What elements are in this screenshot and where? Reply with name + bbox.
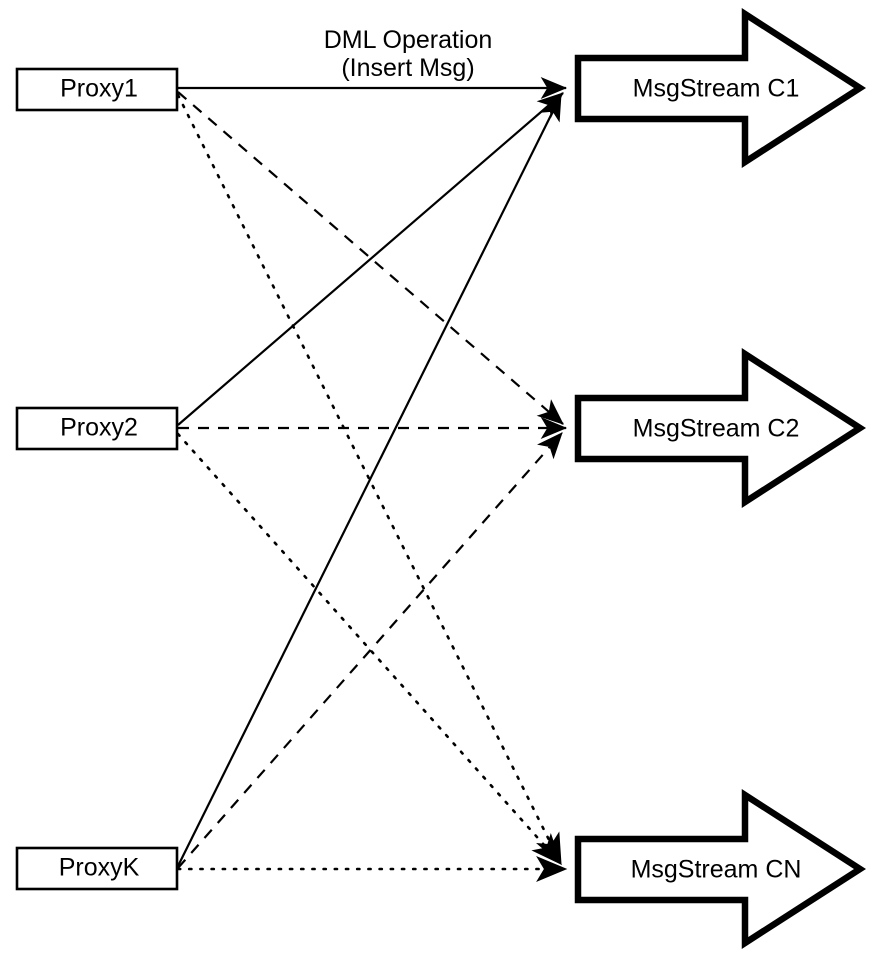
- edge-proxy1-to-stream-cn: [176, 93, 563, 866]
- stream-c2-arrow-shape[interactable]: [574, 348, 867, 508]
- edge-caption-dml-operation: DML Operation (Insert Msg): [324, 26, 493, 82]
- stream-node-cn[interactable]: MsgStream CN: [574, 789, 867, 949]
- proxy1-label: Proxy1: [60, 75, 138, 103]
- proxyk-label: ProxyK: [59, 854, 140, 882]
- edge-proxyk-to-stream-c1: [177, 94, 562, 867]
- edge-group-proxy1: [176, 77, 568, 866]
- edge-group-proxy2: [176, 92, 568, 866]
- edge-caption-line1: DML Operation: [324, 26, 493, 54]
- stream-c1-label: MsgStream C1: [633, 75, 800, 103]
- edge-proxy2-to-stream-cn: [176, 432, 563, 866]
- proxy-node-proxy1[interactable]: Proxy1: [15, 67, 179, 112]
- edge-proxy1-to-stream-c2: [177, 91, 564, 425]
- edge-group-proxyk: [176, 94, 568, 882]
- stream-node-c2[interactable]: MsgStream C2: [574, 348, 867, 508]
- proxy1-box[interactable]: [15, 67, 179, 112]
- proxyk-box[interactable]: [15, 846, 179, 891]
- stream-cn-label: MsgStream CN: [631, 856, 802, 884]
- proxy2-box[interactable]: [15, 406, 179, 451]
- stream-node-c1[interactable]: MsgStream C1: [574, 8, 867, 168]
- stream-c2-label: MsgStream C2: [633, 415, 800, 443]
- edge-proxy2-to-stream-c1: [177, 92, 564, 426]
- proxy-node-proxyk[interactable]: ProxyK: [15, 846, 179, 891]
- stream-cn-arrow-shape[interactable]: [574, 789, 867, 949]
- edge-proxyk-to-stream-c2: [177, 432, 563, 869]
- edge-caption-line2: (Insert Msg): [341, 54, 474, 82]
- proxy-node-proxy2[interactable]: Proxy2: [15, 406, 179, 451]
- stream-c1-arrow-shape[interactable]: [574, 8, 867, 168]
- proxy2-label: Proxy2: [60, 414, 138, 442]
